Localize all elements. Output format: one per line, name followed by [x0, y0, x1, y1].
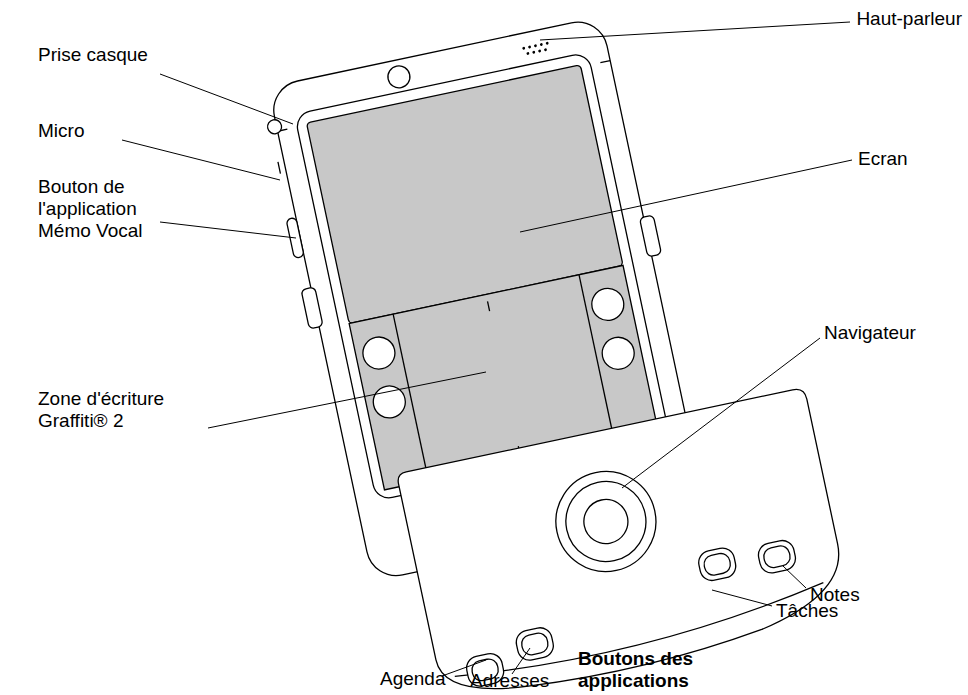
top-button: [386, 64, 412, 90]
part-label: Zone d'écriture Graffiti® 2: [38, 388, 218, 432]
part-label: Prise casque: [38, 44, 148, 66]
part-label: Navigateur: [824, 322, 916, 344]
speaker-dots: [522, 42, 550, 56]
part-label: Boutons des applications: [578, 648, 718, 692]
navigator: [547, 462, 666, 581]
part-label: Bouton de l'application Mémo Vocal: [38, 176, 168, 242]
part-label: Agenda: [380, 668, 446, 690]
leader-lines: [122, 22, 852, 676]
part-label: Tâches: [776, 600, 838, 622]
part-label: Adresses: [470, 670, 549, 692]
part-label: Micro: [38, 120, 84, 142]
part-label: Ecran: [858, 148, 908, 170]
headphone-jack: [266, 118, 283, 135]
lower-panel: [396, 387, 854, 695]
part-label: Haut-parleur: [856, 8, 962, 30]
microphone: [278, 162, 280, 174]
